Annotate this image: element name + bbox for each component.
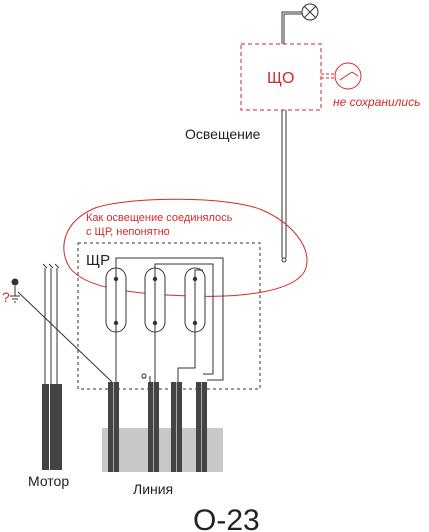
ground-wire [17, 291, 113, 383]
line-cable-4 [196, 382, 207, 472]
motor-cable-bundle [42, 384, 62, 470]
annotation-balloon [63, 198, 308, 297]
neutral-terminal [141, 373, 147, 379]
shcho-label: ЩО [267, 70, 294, 87]
line-cable-1 [108, 382, 119, 472]
lamp-icon [301, 3, 319, 21]
lighting-cable [281, 110, 287, 258]
lighting-end-terminal [281, 257, 287, 263]
annotation-line-2: с ЩР, непонятно [86, 226, 170, 238]
line-label: Линия [133, 481, 173, 497]
motor-label: Мотор [28, 473, 69, 489]
line-cable-3 [171, 382, 182, 472]
ground-icon [10, 278, 20, 303]
shchr-panel [77, 242, 261, 390]
shcho-panel [240, 43, 322, 111]
switch-icon [321, 62, 362, 90]
annotation-line-1: Как освещение соединялось [86, 212, 233, 224]
shchr-wiring [115, 257, 224, 382]
diagram-code: О-23 [193, 504, 260, 532]
not-preserved-note: не сохранились [333, 95, 420, 109]
question-mark: ? [2, 289, 10, 305]
lamp-wire [281, 11, 302, 44]
line-cable-2 [148, 382, 159, 472]
lighting-label: Освещение [185, 126, 261, 142]
shchr-label: ЩР [86, 252, 110, 269]
